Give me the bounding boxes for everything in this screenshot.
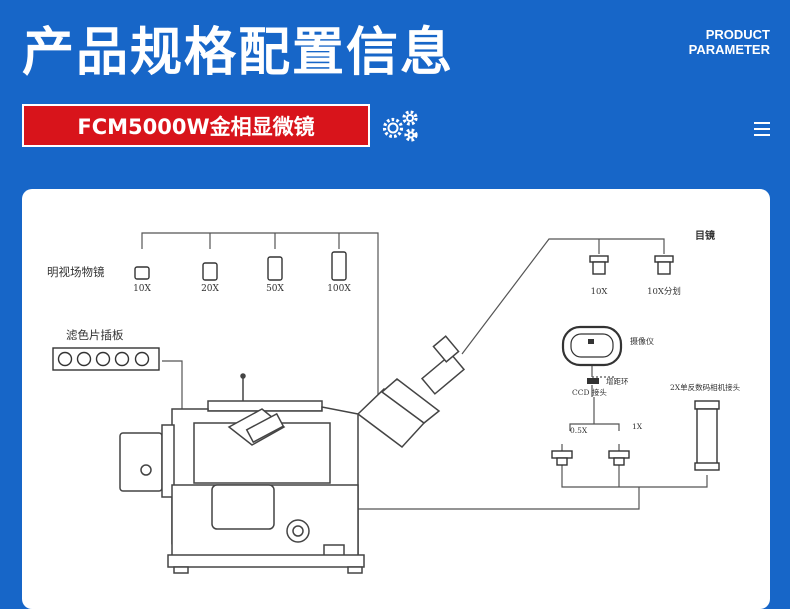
english-title-line2: PARAMETER (688, 42, 770, 57)
menu-icon[interactable] (754, 122, 770, 136)
objectives-title: 明视场物镜 (47, 265, 105, 279)
ccd-option-05x: 0.5X (570, 426, 588, 435)
microscope-illustration (119, 335, 466, 574)
camera-icon (561, 325, 623, 367)
slr-adapter-icon (694, 400, 720, 471)
objective-label-10x: 10X (133, 284, 151, 294)
eyepiece-icons (589, 255, 674, 275)
ccd-option-1x: 1X (632, 422, 643, 431)
ring-icon (587, 378, 599, 384)
slr-adapter-label: 2X单反数码相机接头 (670, 382, 741, 392)
objective-label-20x: 20X (201, 284, 219, 294)
gears-icon (382, 110, 418, 142)
diagram-panel: 明视场物镜 10X 20X 50X 100X 滤色片插板 目镜 10X 10X分… (22, 189, 770, 609)
filter-slider (52, 347, 160, 371)
eyepiece-label-10x: 10X (591, 287, 609, 297)
filter-title: 滤色片插板 (66, 328, 124, 342)
filter-connector-line (162, 360, 183, 419)
objective-icons (134, 251, 347, 281)
eyepiece-bracket-line (461, 238, 665, 355)
english-title-line1: PRODUCT (705, 27, 770, 42)
camera-connector-line (262, 487, 640, 510)
objective-label-50x: 50X (266, 284, 284, 294)
objective-label-100x: 100X (327, 284, 351, 294)
model-banner: FCM5000W金相显微镜 (22, 104, 370, 147)
ccd-adapter-icons (551, 450, 630, 466)
ccd-label: CCD 接头 (572, 387, 607, 397)
english-title: PRODUCT PARAMETER (689, 27, 770, 57)
page-title: 产品规格配置信息 (22, 23, 455, 83)
objective-bracket-line (141, 232, 379, 429)
eyepieces-title: 目镜 (695, 229, 715, 242)
camera-label: 摄像仪 (630, 336, 654, 346)
microscope-diagram: 明视场物镜 10X 20X 50X 100X 滤色片插板 目镜 10X 10X分… (47, 229, 741, 574)
eyepiece-label-10x-reticle: 10X分划 (647, 286, 681, 297)
ring-label: 增距环 (606, 376, 629, 386)
